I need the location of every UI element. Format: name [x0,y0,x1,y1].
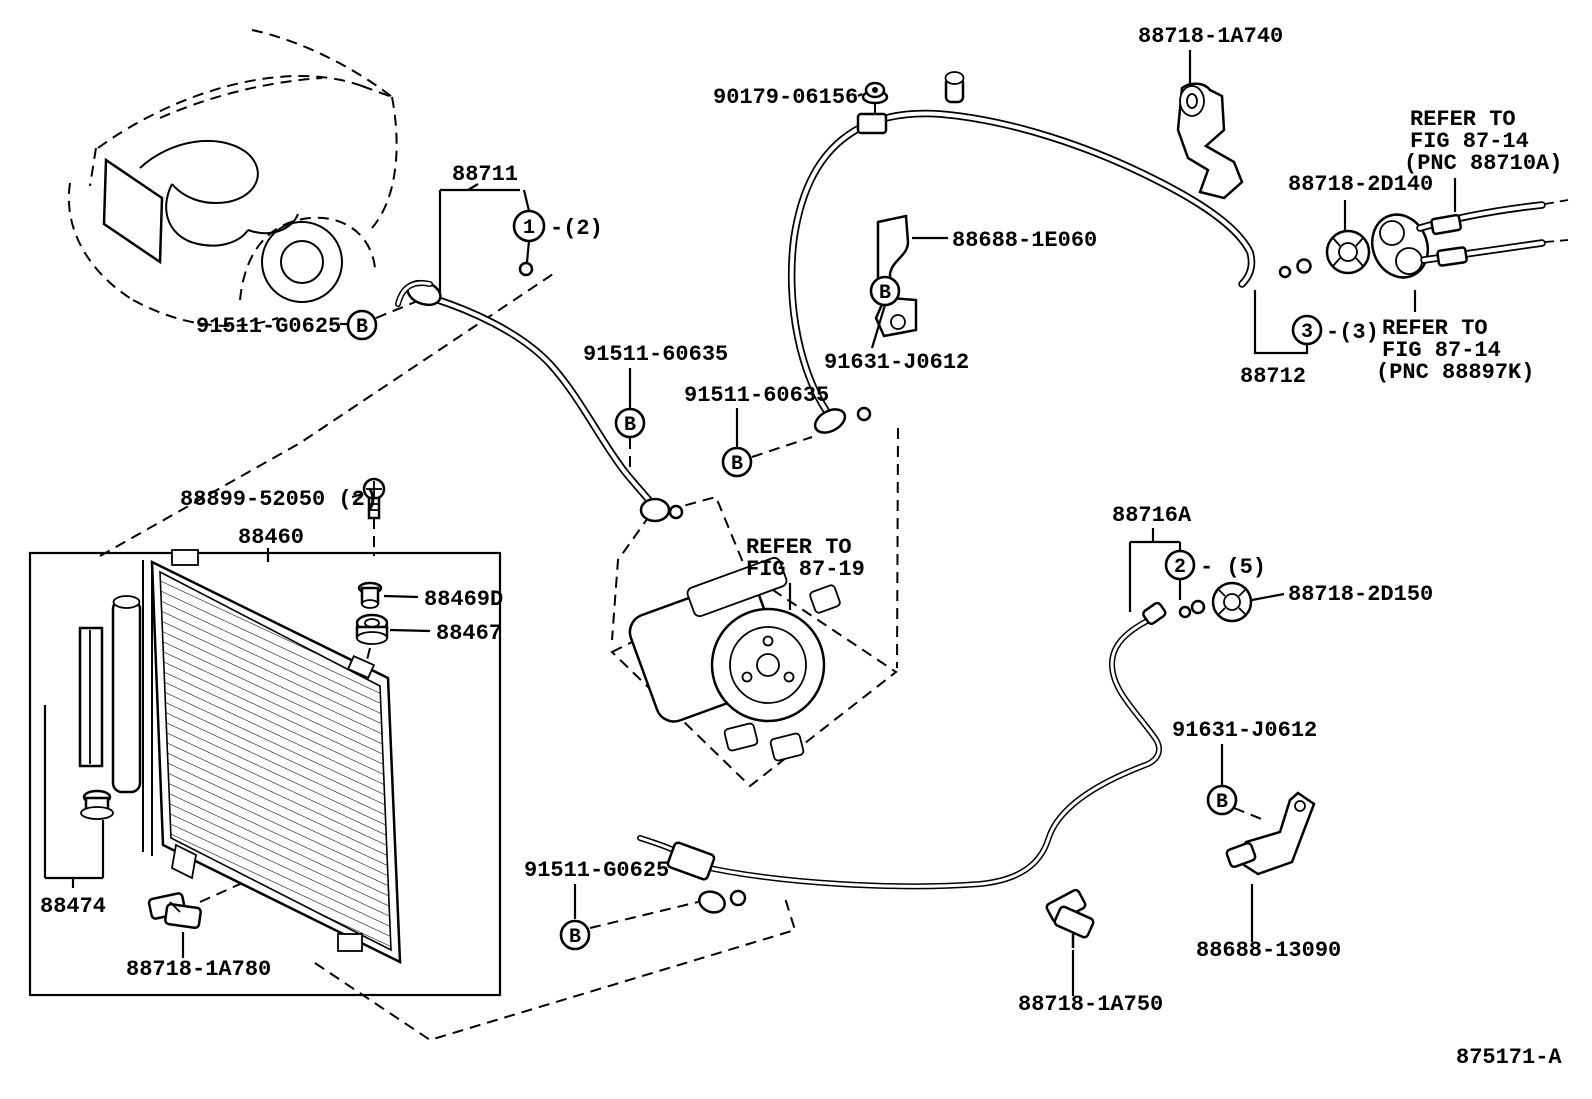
callout-2-number: 2 [1174,556,1186,579]
label-88474: 88474 [40,894,106,919]
side-seal [78,626,104,768]
nut-90179-icon [861,81,889,105]
label-88718-1A750: 88718-1A750 [1018,992,1163,1017]
side-mount-tab [346,654,376,680]
b-letter: B [356,316,368,339]
condenser-core [150,559,402,965]
callout-3-number: 3 [1301,321,1313,344]
label-91511-G0625-bottom: 91511-G0625 [524,858,669,883]
grommet-88469d-icon [357,581,383,609]
bolt-88899-icon [362,477,386,520]
right-joint-assembly [1278,201,1546,279]
receiver-drier [111,595,142,794]
condenser-outline-box [28,551,502,997]
clamp-1a780-icon [147,892,202,930]
label-91631-J0612-top: 91631-J0612 [824,350,969,375]
o-ring [1178,605,1192,619]
cap-nut-2d150-icon [1211,581,1253,623]
leader-lines [43,50,1457,996]
label-88460: 88460 [238,525,304,550]
callout-3-qty: -(3) [1326,320,1379,345]
hose-end-flange [639,497,671,523]
bracket-1a740-icon [1176,82,1244,200]
o-ring [1278,265,1292,279]
label-88688-1E060: 88688-1E060 [952,228,1097,253]
b-callout-g0625-bottom: B [559,919,591,951]
lower-mount-tab [337,933,363,952]
b-callout-60635-a: B [614,407,646,439]
label-refer-8714b-3: (PNC 88897K) [1376,360,1534,385]
liquid-pipe [637,599,1206,914]
label-88718-2D150: 88718-2D150 [1288,582,1433,607]
o-ring [668,504,684,520]
label-refer-8714b-1: REFER TO [1382,316,1488,341]
grommet-88467-icon [355,613,389,645]
condenser-assembly [28,549,502,997]
label-88467: 88467 [436,621,502,646]
callout-2-qty: - (5) [1200,555,1266,580]
hose-to-evaporator [1416,201,1546,267]
b-letter: B [624,414,636,437]
label-88899-52050: 88899-52050 (2) [180,487,378,512]
b-letter: B [569,926,581,949]
label-88718-1A740: 88718-1A740 [1138,24,1283,49]
b-letter: B [879,282,891,305]
lower-bracket [170,843,198,880]
label-refer-8719-2: FIG 87-19 [746,557,865,582]
b-callout-60635-b: B [721,446,753,478]
pipe-end-flange [698,890,726,914]
clamp-1a750-icon [1045,888,1095,948]
label-88718-1A780: 88718-1A780 [126,957,271,982]
compressor [628,556,841,762]
label-88716A: 88716A [1112,503,1192,528]
label-refer-8719-1: REFER TO [746,535,852,560]
callout-1-number: 1 [523,217,535,240]
o-ring [518,261,534,277]
callout-2: 2 - (5) [1164,549,1266,581]
part-labels: 88718-1A740 90179-06156 REFER TO FIG 87-… [40,24,1562,1017]
callout-3: 3 -(3) [1291,314,1379,346]
label-90179-06156: 90179-06156 [713,85,858,110]
car-location-sketch [67,29,398,327]
doc-number: 875171-A [1456,1045,1562,1070]
suction-hose-and-pipe [787,71,1256,434]
engine-bay-piping [102,140,299,265]
label-refer-8714a-3: (PNC 88710A) [1404,151,1562,176]
label-refer-8714b-2: FIG 87-14 [1382,338,1501,363]
joint-block [1370,213,1430,279]
label-88688-13090: 88688-13090 [1196,938,1341,963]
o-ring [856,406,872,422]
pipe-end-nut [1142,601,1167,625]
label-88718-2D140: 88718-2D140 [1288,172,1433,197]
label-88711: 88711 [452,162,518,187]
upper-mount-tab [171,549,199,566]
b-letter: B [1216,791,1228,814]
callout-1-qty: -(2) [550,216,603,241]
label-91511-60635-b: 91511-60635 [684,383,829,408]
o-ring [1190,599,1206,615]
label-91631-J0612-right: 91631-J0612 [1172,718,1317,743]
label-refer-8714a-2: FIG 87-14 [1410,129,1529,154]
label-88469D: 88469D [424,587,503,612]
callout-1: 1 -(2) [512,209,603,243]
suction-flange [813,408,847,434]
label-91511-G0625-top: 91511-G0625 [196,314,341,339]
grommet-88474-icon [80,789,114,820]
pipe-joint-block [666,841,716,881]
discharge-hose-88711 [395,261,684,523]
cap-nut-2d140 [1325,229,1371,275]
label-88712: 88712 [1240,364,1306,389]
label-refer-8714a-1: REFER TO [1410,107,1516,132]
pipe-clamp-tab [856,112,888,135]
b-letter: B [731,453,743,476]
b-callout-j0612-right: B [1206,784,1238,816]
front-wheel [261,221,343,303]
b-callout-j0612-top: B [869,275,901,307]
o-ring [1296,258,1312,274]
bracket-13090-icon [1225,791,1316,876]
label-91511-60635-a: 91511-60635 [583,342,728,367]
o-ring [729,889,747,907]
b-callout-g0625-top: B [346,309,378,341]
